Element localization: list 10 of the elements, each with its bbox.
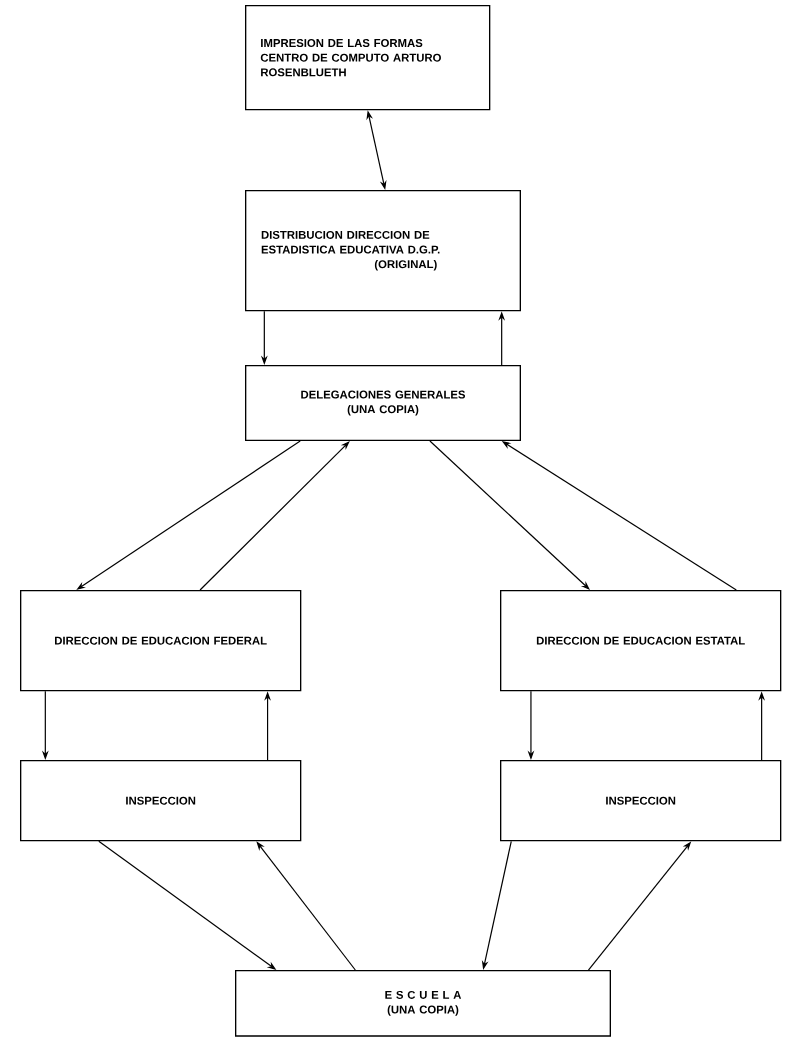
process-box: DIRECCION DE EDUCACION ESTATAL	[500, 590, 782, 692]
arrow	[199, 441, 350, 591]
process-box: DELEGACIONES GENERALES (UNA COPIA)	[245, 365, 521, 441]
process-box: DIRECCION DE EDUCACION FEDERAL	[20, 590, 302, 692]
process-box: INSPECCION	[20, 760, 302, 842]
process-box: DISTRIBUCION DIRECCION DE ESTADISTICA EDUCATIVA D.G.P. (ORIGINAL)	[245, 190, 521, 312]
process-box: IMPRESION DE LAS FORMAS CENTRO DE COMPUTO ARTURO ROSENBLUETH	[245, 5, 491, 111]
process-box: E S C U E L A (UNA COPIA)	[235, 970, 611, 1037]
arrow	[429, 440, 590, 590]
process-box: INSPECCION	[500, 760, 782, 842]
